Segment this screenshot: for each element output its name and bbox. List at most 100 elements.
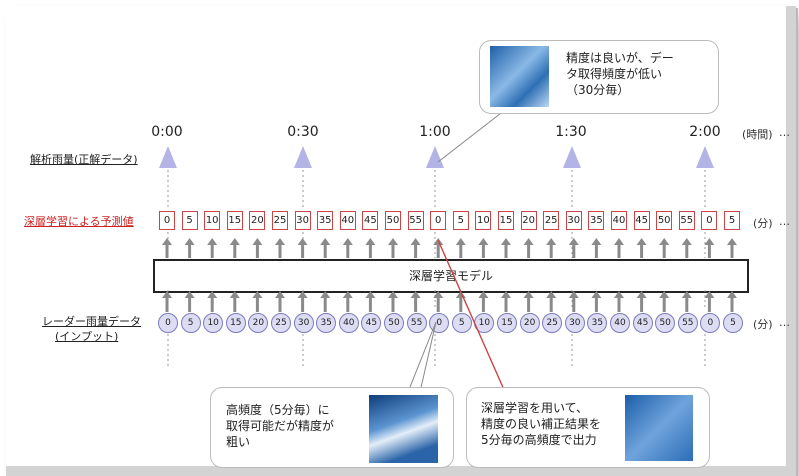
up-arrow-icon	[207, 238, 218, 245]
radar-value-circle: 10	[203, 313, 224, 333]
up-arrow-shaft	[346, 297, 350, 312]
up-arrow-shaft	[549, 244, 553, 258]
bottom-right-line1: 深層学習を用いて、	[481, 401, 589, 415]
bottom-left-callout: 高頻度（5分毎）に 取得可能だが精度が 粗い	[210, 387, 454, 468]
up-arrow-shaft	[210, 297, 214, 312]
up-arrow-icon	[388, 238, 398, 245]
time-label-0130: 1:30	[555, 124, 587, 140]
predicted-value-cell: 45	[633, 211, 650, 230]
up-arrow-shaft	[323, 297, 327, 312]
up-arrow-icon	[320, 291, 331, 298]
predicted-value-cell: 30	[294, 211, 311, 230]
up-arrow-shaft	[707, 244, 711, 258]
radar-value-circle: 5	[723, 313, 743, 333]
up-arrow-icon	[455, 238, 466, 245]
top-callout-line1: 精度は良いが、デー	[566, 51, 674, 65]
up-arrow-icon	[275, 291, 285, 298]
up-arrow-icon	[681, 238, 692, 245]
answer-marker-0100	[426, 146, 444, 168]
radar-value-circle: 5	[451, 313, 472, 333]
radar-value-circle: 50	[655, 313, 676, 333]
top-callout-pointer	[437, 109, 506, 163]
up-arrow-shaft	[572, 297, 576, 312]
up-arrow-icon	[275, 238, 285, 245]
radar-ellipsis: …	[779, 316, 790, 329]
up-arrow-icon	[659, 291, 670, 298]
output-image	[625, 395, 693, 461]
predicted-value-cell: 45	[362, 211, 379, 230]
up-arrow-shaft	[481, 244, 485, 258]
up-arrow-shaft	[301, 297, 305, 312]
predicted-value-cell: 0	[701, 211, 718, 230]
radar-value-circle: 35	[316, 313, 337, 333]
up-arrow-icon	[591, 291, 602, 298]
predicted-value-cell: 10	[475, 211, 492, 230]
up-arrow-icon	[342, 238, 353, 245]
radar-value-circle: 50	[384, 313, 404, 333]
up-arrow-icon	[229, 238, 240, 245]
bottom-right-callout: 深層学習を用いて、 精度の良い補正結果を 5分毎の高頻度で出力	[466, 387, 710, 468]
up-arrow-shaft	[233, 244, 237, 258]
high-accuracy-image	[490, 46, 549, 107]
time-unit-ellipsis: …	[779, 126, 790, 139]
up-arrow-icon	[207, 291, 218, 298]
up-arrow-shaft	[459, 297, 463, 312]
up-arrow-icon	[568, 238, 579, 245]
time-label-0200: 2:00	[689, 124, 721, 140]
top-callout: 精度は良いが、デー タ取得頻度が低い （30分毎）	[479, 40, 719, 114]
up-arrow-icon	[320, 238, 331, 245]
predicted-value-cell: 30	[565, 211, 582, 230]
up-arrow-shaft	[278, 297, 282, 312]
radar-value-circle: 45	[632, 313, 653, 333]
up-arrow-shaft	[188, 244, 192, 258]
predicted-value-cell: 10	[204, 211, 221, 230]
up-arrow-shaft	[730, 297, 734, 312]
up-arrow-icon	[727, 238, 737, 245]
up-arrow-icon	[614, 291, 624, 298]
radar-value-circle: 30	[293, 313, 314, 333]
up-arrow-shaft	[233, 297, 237, 312]
up-arrow-shaft	[391, 297, 395, 312]
up-arrow-icon	[410, 291, 421, 298]
up-arrow-icon	[342, 291, 353, 298]
up-arrow-shaft	[527, 297, 531, 312]
up-arrow-shaft	[685, 297, 689, 312]
up-arrow-icon	[297, 291, 308, 298]
up-arrow-shaft	[527, 244, 531, 258]
right-callout-pointer	[437, 239, 506, 393]
up-arrow-shaft	[662, 297, 666, 312]
predicted-value-cell: 25	[272, 211, 288, 230]
up-arrow-icon	[636, 291, 647, 298]
up-arrow-icon	[184, 291, 195, 298]
up-arrow-icon	[229, 291, 240, 298]
up-arrow-icon	[478, 238, 489, 245]
up-arrow-shaft	[730, 244, 734, 258]
up-arrow-shaft	[685, 244, 689, 258]
up-arrow-shaft	[707, 297, 711, 312]
up-arrow-icon	[568, 291, 579, 298]
predicted-value-cell: 55	[407, 211, 424, 230]
radar-value-circle: 45	[361, 313, 382, 333]
prediction-ellipsis: …	[779, 215, 790, 228]
up-arrow-shaft	[165, 297, 169, 312]
up-arrow-icon	[162, 238, 172, 245]
up-arrow-shaft	[436, 244, 440, 258]
answer-marker-0030	[294, 146, 312, 168]
bottom-right-line3: 5分毎の高頻度で出力	[481, 433, 597, 447]
up-arrow-icon	[252, 291, 263, 298]
prediction-unit: (分)	[753, 217, 773, 230]
up-arrow-icon	[591, 238, 602, 245]
bottom-left-line2: 取得可能だが精度が	[226, 419, 335, 433]
up-arrow-shaft	[572, 244, 576, 258]
analysis-label: 解析雨量(正解データ)	[30, 153, 138, 166]
up-arrow-shaft	[617, 244, 621, 258]
up-arrow-icon	[365, 291, 376, 298]
up-arrow-shaft	[481, 297, 485, 312]
up-arrow-shaft	[594, 297, 598, 312]
predicted-value-cell: 25	[543, 211, 560, 230]
up-arrow-shaft	[640, 297, 644, 312]
predicted-value-cell: 40	[339, 211, 356, 230]
predicted-value-cell: 0	[159, 211, 175, 230]
up-arrow-shaft	[210, 244, 214, 258]
radar-value-circle: 20	[519, 313, 540, 333]
